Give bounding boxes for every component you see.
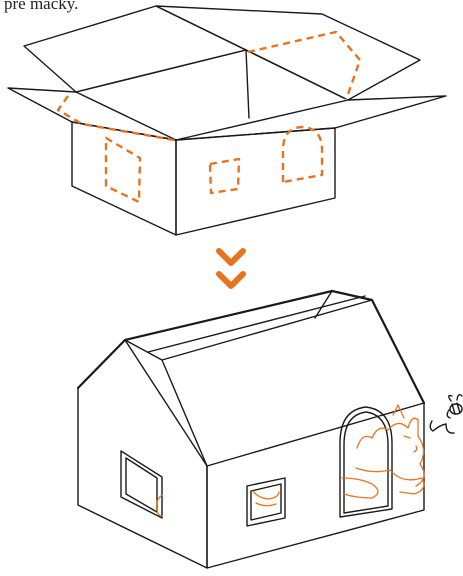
box-front-face	[71, 121, 177, 236]
caption-text: pre mačky.	[4, 0, 79, 13]
cat-eye	[403, 435, 411, 439]
house-roof-back-edge	[314, 290, 333, 319]
cat-paw	[341, 477, 379, 499]
house-arched-door	[339, 406, 393, 518]
box-inner-seam	[245, 49, 250, 119]
house-roof-ridge	[161, 299, 373, 361]
cut-line-side-door	[281, 125, 324, 184]
cut-line-side-window	[208, 157, 241, 195]
cat-paw-side-window	[252, 490, 280, 507]
box-front-left-flap	[7, 87, 177, 141]
cat-ear	[392, 404, 405, 419]
box-back-right-flap	[155, 5, 421, 101]
house-side-window	[246, 477, 286, 527]
cat-nose	[413, 445, 418, 453]
cut-line-left-flap	[56, 95, 175, 142]
house-roof-fold	[147, 295, 366, 353]
double-chevron-down-icon	[216, 248, 246, 289]
box-front-right-flap	[175, 95, 447, 141]
cut-line-back-flap	[247, 30, 362, 101]
cut-line-front-window	[104, 136, 142, 204]
cat-paw-front-window	[155, 494, 163, 517]
cat-leg	[355, 467, 425, 495]
cat-house	[76, 289, 426, 569]
open-box	[7, 5, 447, 236]
cat-head	[356, 417, 425, 487]
house-front-window	[120, 450, 163, 519]
house-front-wall	[77, 339, 208, 569]
house-side-wall	[206, 402, 425, 569]
box-side-face	[175, 127, 336, 236]
box-inner-back	[75, 49, 349, 101]
box-back-left-flap	[23, 5, 247, 93]
bee-icon	[429, 393, 463, 434]
